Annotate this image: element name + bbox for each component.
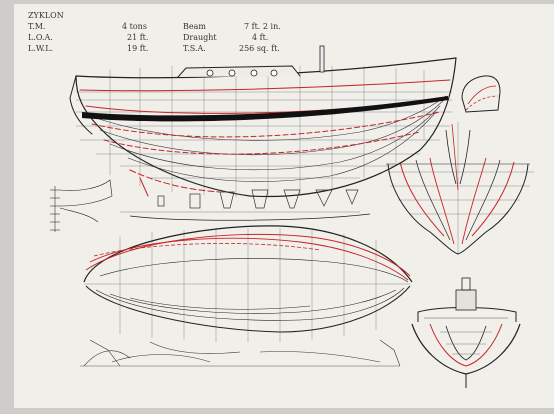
depth-scale xyxy=(50,179,113,232)
keel-rudder xyxy=(69,75,93,135)
lower-waterlines xyxy=(80,339,401,367)
frame-sections-row xyxy=(120,189,371,221)
spec-value-draught: 4 ft. xyxy=(252,33,269,42)
portlights xyxy=(206,69,278,77)
spec-label-tsa: T.S.A. xyxy=(183,44,206,53)
body-plan-view xyxy=(386,122,534,255)
profile-buttocks xyxy=(95,95,447,182)
spec-value-beam: 7 ft. 2 in. xyxy=(244,22,281,31)
profile-view xyxy=(69,45,457,198)
section-detail xyxy=(461,75,501,113)
spec-label-lwl: L.W.L. xyxy=(28,44,54,53)
half-breadth-view xyxy=(83,225,413,342)
spec-value-loa: 21 ft. xyxy=(127,33,149,42)
stern-view xyxy=(411,277,521,388)
mast-tabernacle xyxy=(319,45,325,73)
boot-top-band xyxy=(82,96,448,122)
profile-red-lines xyxy=(79,79,451,197)
spec-value-lwl: 19 ft. xyxy=(127,44,149,53)
vessel-name: ZYKLON xyxy=(28,11,64,20)
spec-label-tm: T.M. xyxy=(28,22,46,31)
hull-outline xyxy=(75,57,457,198)
spec-label-draught: Draught xyxy=(183,33,217,42)
cabin-trunk xyxy=(177,65,301,78)
spec-value-tsa: 256 sq. ft. xyxy=(239,44,280,53)
spec-value-tm: 4 tons xyxy=(122,22,147,31)
spec-label-loa: L.O.A. xyxy=(28,33,53,42)
spec-label-beam: Beam xyxy=(183,22,206,31)
